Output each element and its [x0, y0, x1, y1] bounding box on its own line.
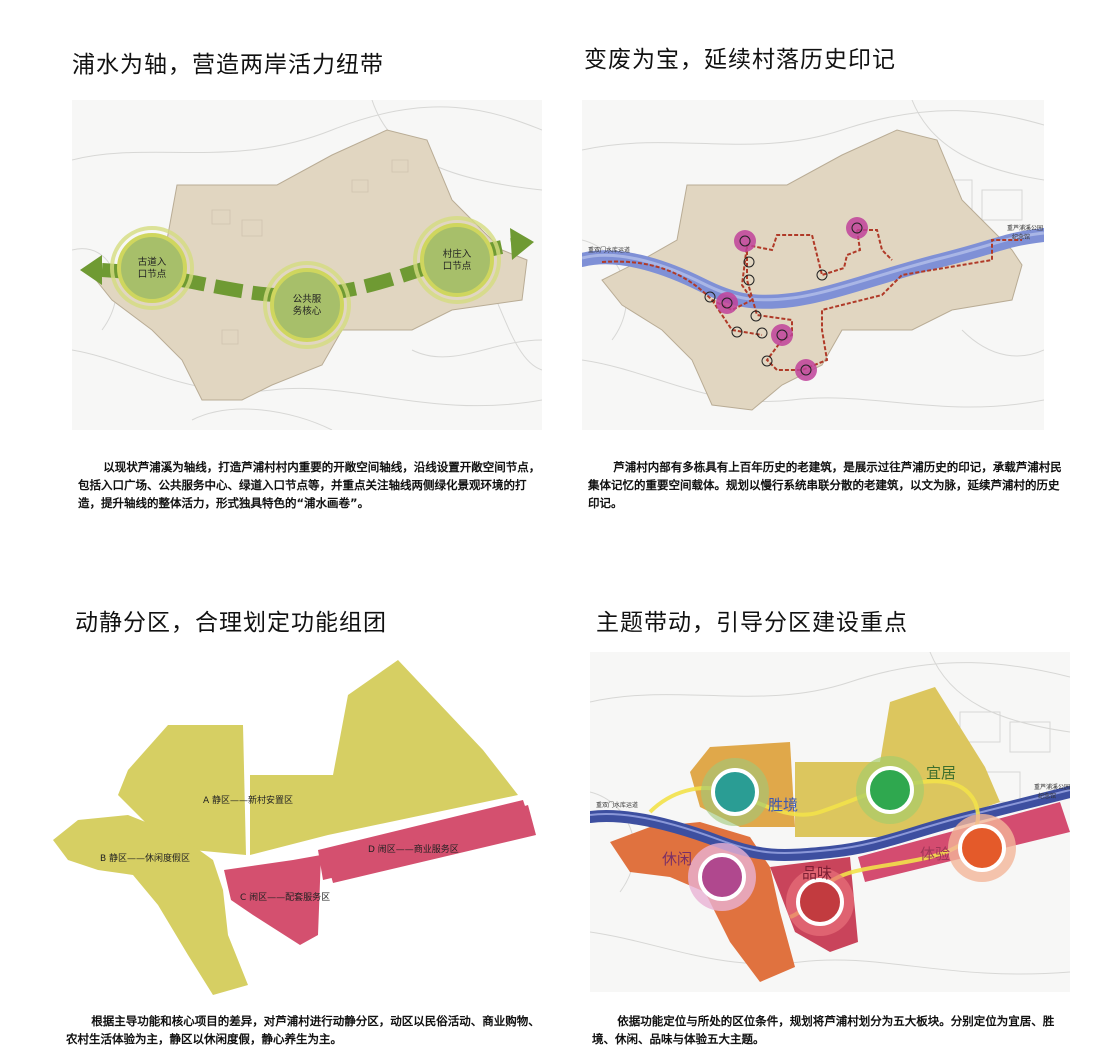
panel-2-description: 芦浦村内部有多栋具有上百年历史的老建筑，是展示过往芦浦历史的印记，承载芦浦村民集…	[588, 460, 1062, 510]
old-building-markers	[704, 222, 863, 376]
panel-4-title: 主题带动，引导分区建设重点	[596, 610, 908, 636]
theme-label-scenic: 胜境	[768, 796, 798, 814]
node-1-label-a: 古道入	[138, 256, 167, 268]
theme-label-taste: 品味	[802, 864, 832, 882]
zone-c	[224, 855, 321, 945]
panel-3-title: 动静分区，合理划定功能组团	[75, 610, 387, 636]
zone-c-label: C 闹区——配套服务区	[240, 891, 330, 903]
theme-label-leisure: 休闲	[662, 850, 692, 868]
zone-b-label: B 静区——休闲度假区	[100, 852, 190, 864]
panel-3-description: 根据主导功能和核心项目的差异，对芦浦村进行动静分区，动区以民俗活动、商业购物、农…	[66, 1014, 540, 1046]
theme-label-living: 宜居	[926, 764, 956, 782]
heritage-buildings	[716, 217, 868, 381]
map-label-right: 重芦浦溪公园	[1007, 224, 1043, 232]
node-1-label-b: 口节点	[138, 269, 167, 280]
zone-a-label: A 静区——新村安置区	[203, 794, 293, 806]
heritage-map: 重双门水库运道 重芦浦溪公园 纪念馆	[582, 100, 1044, 430]
theme-living-node	[856, 756, 924, 824]
map-label-left: 重双门水库运道	[588, 246, 630, 254]
theme-label-experience: 体验	[920, 845, 950, 863]
node-3-label-b: 口节点	[443, 261, 472, 272]
map-label-right: 重芦浦溪公园	[1034, 783, 1070, 791]
map-label-right-2: 纪念馆	[1012, 233, 1030, 241]
zone-d-label: D 闹区——商业服务区	[368, 843, 459, 855]
panel-1-description: 以现状芦浦溪为轴线，打造芦浦村村内重要的开敞空间轴线，沿线设置开敞空间节点，包括…	[78, 460, 541, 510]
panel-2-title: 变废为宝，延续村落历史印记	[584, 47, 896, 73]
village-area	[601, 129, 1023, 411]
axis-map: 古道入 口节点 公共服 务核心 村庄入 口节点	[72, 100, 542, 430]
zone-b	[53, 815, 248, 995]
river	[582, 228, 1044, 309]
theme-map: 重双门水库运道 重芦浦溪公园 纪念馆 胜境 宜居 休闲 品味 体验	[590, 652, 1070, 992]
node-2-label-a: 公共服	[293, 294, 322, 305]
node-village-entrance: 村庄入 口节点	[413, 216, 501, 304]
theme-taste-node	[786, 868, 854, 936]
river	[590, 786, 1070, 861]
node-3-label-a: 村庄入	[443, 248, 472, 260]
theme-experience-node	[948, 814, 1016, 882]
map-label-left: 重双门水库运道	[596, 801, 638, 809]
zone-a	[118, 725, 246, 855]
node-2-label-b: 务核心	[293, 305, 322, 317]
zone-a-north	[250, 660, 518, 855]
map-label-right-2: 纪念馆	[1038, 792, 1056, 800]
node-ancient-road-entrance: 古道入 口节点	[110, 226, 194, 310]
zoning-map: A 静区——新村安置区 B 静区——休闲度假区 C 闹区——配套服务区 D 闹区…	[53, 660, 536, 995]
panel-4-description: 依据功能定位与所处的区位条件，规划将芦浦村划分为五大板块。分别定位为宜居、胜境、…	[592, 1014, 1055, 1046]
node-public-service-core: 公共服 务核心	[263, 261, 351, 349]
theme-scenic-node	[701, 758, 769, 826]
theme-leisure-node	[688, 843, 756, 911]
panel-1-title: 浦水为轴，营造两岸活力纽带	[72, 52, 384, 78]
